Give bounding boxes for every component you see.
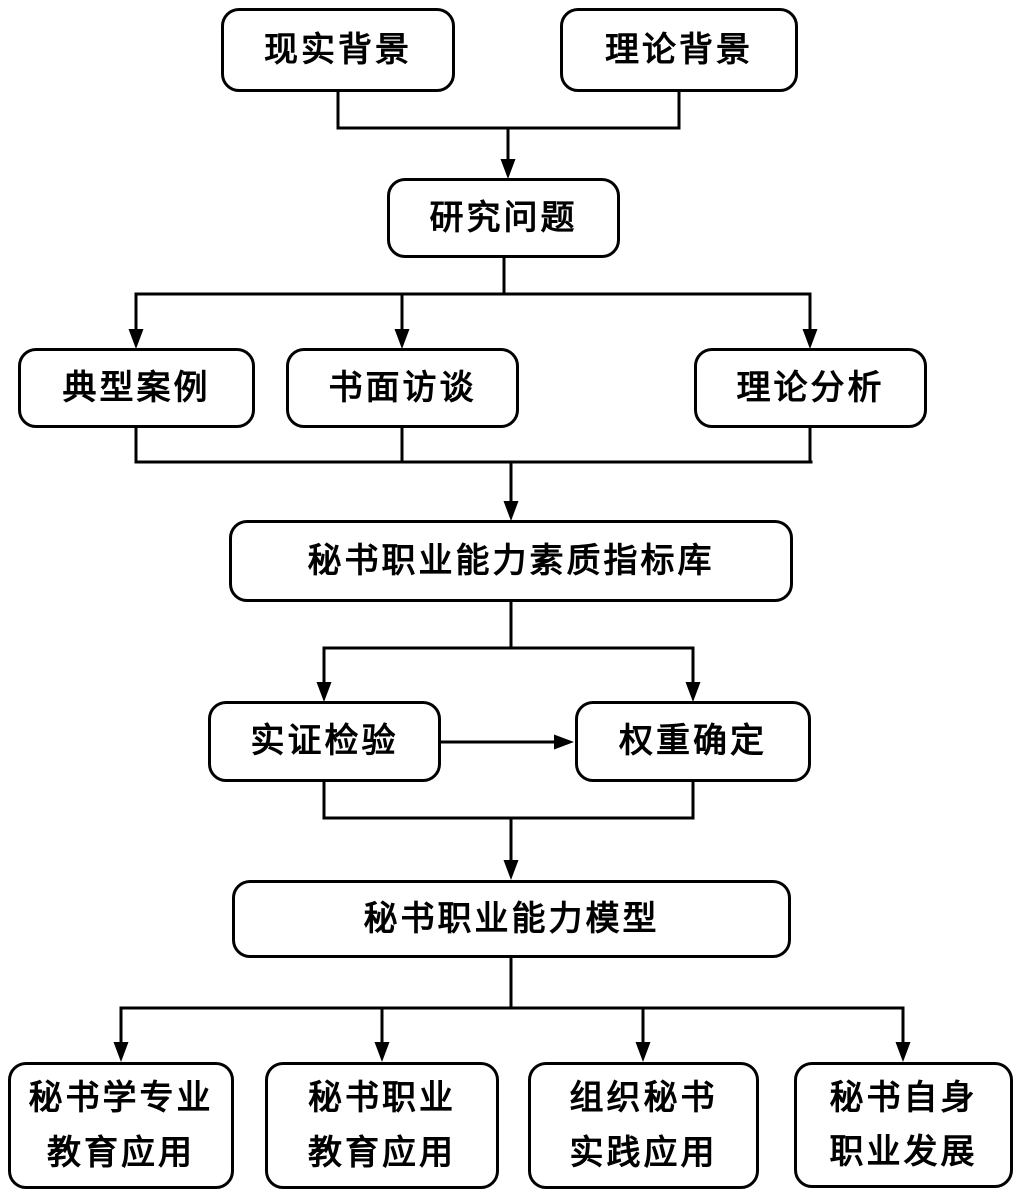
node-competency-model: 秘书职业能力模型 — [232, 880, 791, 958]
node-empirical-test: 实证检验 — [208, 701, 441, 782]
node-written-interview: 书面访谈 — [286, 348, 519, 428]
node-label-line1: 秘书职业 — [308, 1078, 456, 1119]
node-theory-background: 理论背景 — [560, 8, 798, 92]
node-label-line2: 实践应用 — [569, 1132, 718, 1173]
node-label: 权重确定 — [619, 721, 767, 762]
node-typical-cases: 典型案例 — [18, 348, 255, 428]
node-label: 秘书职业能力素质指标库 — [307, 540, 715, 581]
node-app-secretarial-major-education: 秘书学专业 教育应用 — [8, 1062, 234, 1189]
node-app-self-development: 秘书自身 职业发展 — [794, 1062, 1013, 1188]
node-label-line2: 职业发展 — [829, 1132, 978, 1172]
node-label: 实证检验 — [250, 721, 399, 762]
node-label: 研究问题 — [429, 197, 578, 238]
node-label-line1: 组织秘书 — [569, 1078, 718, 1119]
node-label: 秘书职业能力模型 — [363, 898, 660, 939]
node-label-line1: 秘书自身 — [829, 1077, 978, 1118]
node-label: 书面访谈 — [328, 367, 477, 408]
node-theoretical-analysis: 理论分析 — [694, 348, 927, 428]
node-label: 理论背景 — [605, 29, 753, 70]
node-app-org-practice: 组织秘书 实践应用 — [528, 1062, 759, 1189]
node-label: 现实背景 — [264, 29, 412, 70]
node-label-line1: 秘书学专业 — [28, 1078, 214, 1119]
node-app-vocational-education: 秘书职业 教育应用 — [265, 1062, 499, 1189]
node-label: 理论分析 — [736, 367, 885, 408]
node-label-line2: 教育应用 — [47, 1132, 195, 1173]
node-indicator-library: 秘书职业能力素质指标库 — [229, 520, 793, 602]
node-reality-background: 现实背景 — [221, 8, 455, 92]
node-label: 典型案例 — [62, 367, 211, 408]
node-label-line2: 教育应用 — [308, 1132, 456, 1173]
node-weight-determination: 权重确定 — [575, 701, 811, 782]
node-research-question: 研究问题 — [387, 178, 620, 258]
